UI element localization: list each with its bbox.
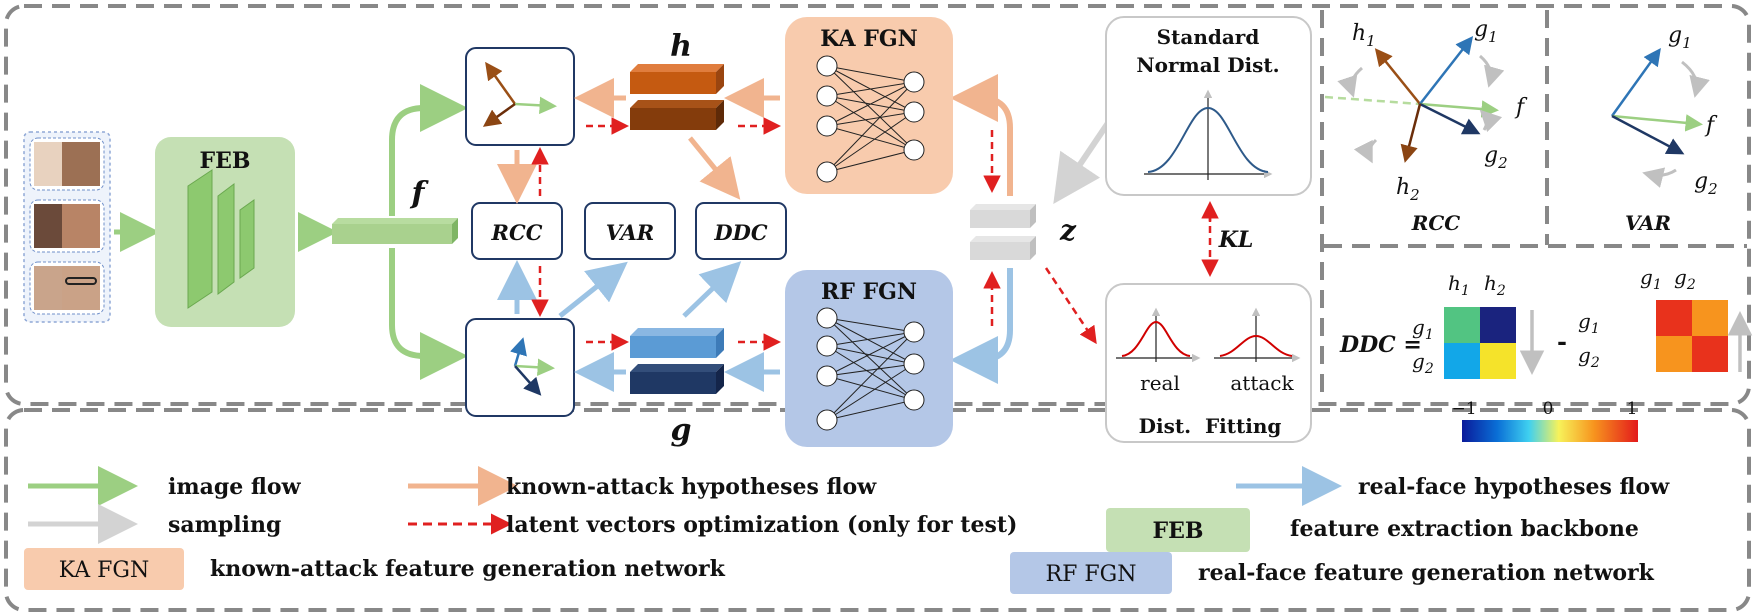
legend-ka-box bbox=[24, 548, 184, 590]
face-image-1 bbox=[34, 142, 62, 186]
arrow-sampling bbox=[1053, 118, 1113, 204]
ddc-row2-g2: g2 bbox=[1578, 343, 1600, 371]
face-image-2 bbox=[34, 204, 62, 248]
feature-f-bar bbox=[332, 218, 458, 244]
legend-feb-box-label: FEB bbox=[1153, 518, 1204, 544]
label-g: g bbox=[671, 413, 692, 448]
legend-feb-box bbox=[1106, 508, 1250, 552]
rcc-g1-label: g1 bbox=[1474, 17, 1498, 46]
legend-rf-box-label: RF FGN bbox=[1046, 562, 1137, 587]
legend-latent-opt: latent vectors optimization (only for te… bbox=[506, 512, 1017, 538]
colorbar-min: −1 bbox=[1451, 399, 1476, 419]
standard-normal-title-1: Standard bbox=[1157, 25, 1260, 49]
arrow-z-to-rf bbox=[950, 268, 1013, 384]
attack-curve bbox=[1214, 307, 1301, 363]
ddc-row2-g1: g1 bbox=[1578, 309, 1600, 337]
feature-h-bars bbox=[630, 64, 724, 130]
rcc-g2-label: g2 bbox=[1484, 143, 1508, 172]
colorbar bbox=[1462, 420, 1638, 442]
colorbar-mid: 0 bbox=[1543, 399, 1554, 419]
arrow-h-to-ddc bbox=[688, 136, 741, 200]
ddc-minus: - bbox=[1557, 327, 1567, 356]
legend-feb-desc: feature extraction backbone bbox=[1290, 516, 1639, 542]
legend-ka-hyp-flow: known-attack hypotheses flow bbox=[506, 474, 877, 500]
legend-rf-desc: real-face feature generation network bbox=[1198, 560, 1655, 586]
arrow-g-to-ddc bbox=[682, 261, 742, 318]
latent-z-bars bbox=[970, 204, 1036, 260]
standard-normal-curve bbox=[1144, 89, 1273, 180]
ddc-row-g2: g2 bbox=[1412, 349, 1434, 377]
arrow-f-to-top-space bbox=[389, 84, 468, 216]
legend-ka-box-label: KA FGN bbox=[59, 558, 150, 583]
ddc-matrix-1 bbox=[1444, 307, 1516, 379]
legend-rf-hyp-flow: real-face hypotheses flow bbox=[1358, 474, 1670, 500]
kl-label: KL bbox=[1218, 227, 1254, 253]
face-image-group bbox=[23, 131, 111, 323]
arrow-f-to-bottom-space bbox=[389, 248, 468, 380]
legend-rf-box bbox=[1010, 552, 1172, 594]
real-label: real bbox=[1140, 371, 1180, 395]
label-f: f bbox=[410, 176, 430, 211]
standard-normal-title-2: Normal Dist. bbox=[1136, 53, 1279, 77]
dist-fitting-box bbox=[1105, 283, 1312, 443]
legend-image-flow: image flow bbox=[168, 474, 302, 500]
rcc-box-label: RCC bbox=[491, 220, 543, 245]
face-image-3 bbox=[34, 266, 62, 310]
var-box-label: VAR bbox=[606, 220, 654, 245]
ddc-matrix-2 bbox=[1656, 300, 1728, 372]
real-curve bbox=[1116, 307, 1201, 363]
rcc-h2-label: h2 bbox=[1396, 175, 1420, 204]
ddc-box bbox=[695, 202, 787, 260]
rf-fgn-label: RF FGN bbox=[821, 279, 917, 305]
ddc-col-h2: h2 bbox=[1484, 271, 1506, 299]
ddc-box-label: DDC bbox=[713, 220, 767, 245]
rcc-f-label: f bbox=[1514, 95, 1528, 120]
var-panel-vectors bbox=[1610, 47, 1710, 188]
var-caption: VAR bbox=[1625, 211, 1671, 235]
rcc-panel-vectors bbox=[1324, 36, 1505, 164]
var-g1-label: g1 bbox=[1668, 23, 1692, 52]
dashed-z-to-fitting bbox=[1044, 267, 1097, 345]
legend-ka-desc: known-attack feature generation network bbox=[210, 556, 726, 582]
label-z: z bbox=[1059, 214, 1077, 247]
ddc-col-h1: h1 bbox=[1448, 271, 1470, 299]
ka-fgn-label: KA FGN bbox=[820, 26, 917, 52]
ddc-row-g1: g1 bbox=[1412, 315, 1434, 343]
arrow-z-to-ka bbox=[950, 74, 1013, 196]
dist-fitting-title: Dist. Fitting bbox=[1139, 414, 1282, 438]
arrow-bottom-space-to-var bbox=[558, 261, 628, 318]
label-h: h bbox=[670, 29, 692, 64]
legend-sampling: sampling bbox=[168, 512, 281, 538]
ka-fgn-network bbox=[816, 55, 925, 183]
ddc-lhs: DDC = bbox=[1339, 332, 1422, 358]
attack-label: attack bbox=[1230, 371, 1294, 395]
feature-g-bars bbox=[630, 328, 724, 394]
var-f-label: f bbox=[1704, 113, 1718, 138]
var-box bbox=[584, 202, 676, 260]
feb-layers bbox=[187, 169, 255, 309]
ddc-col2-g1: g1 bbox=[1640, 265, 1662, 293]
feb-label: FEB bbox=[200, 148, 251, 174]
colorbar-max: 1 bbox=[1627, 399, 1638, 419]
rcc-h1-label: h1 bbox=[1352, 21, 1376, 50]
rf-fgn-network bbox=[816, 307, 925, 431]
rcc-caption: RCC bbox=[1411, 211, 1461, 235]
top-vector-space bbox=[465, 47, 575, 146]
var-g2-label: g2 bbox=[1694, 169, 1718, 198]
ddc-col2-g2: g2 bbox=[1674, 265, 1696, 293]
